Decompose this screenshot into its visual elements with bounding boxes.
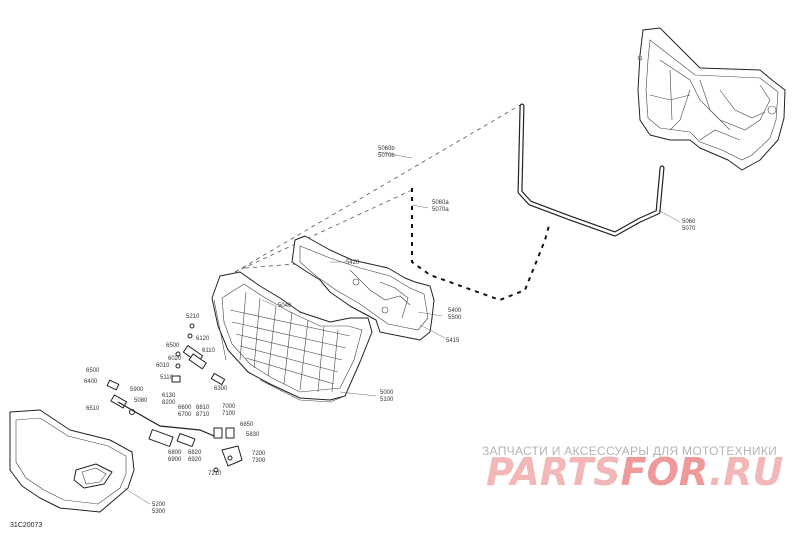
callout-5060a: 5060a (432, 200, 449, 206)
callout-7200: 7200 (252, 451, 266, 457)
callout-6400: 6400 (84, 379, 98, 385)
callout-5110: 5110 (160, 375, 174, 381)
callout-5300: 5300 (152, 509, 166, 515)
callout-6850: 6850 (240, 422, 254, 428)
diagram-code: 31C20073 (10, 522, 42, 529)
door-shell (211, 271, 373, 403)
callout-5400: 5400 (448, 308, 462, 314)
callout-5210: 5210 (186, 314, 200, 320)
callout-6820: 6820 (188, 450, 202, 456)
callout-5070b: 5070b (378, 153, 395, 159)
outer-door-panel (9, 409, 135, 513)
callout-6500: 6500 (166, 343, 180, 349)
callout-5830: 5830 (246, 432, 260, 438)
callout-6900: 6900 (168, 457, 182, 463)
callout-6110: 6110 (202, 348, 216, 354)
callout-5070a: 5070a (432, 207, 449, 213)
inner-trim-panel (291, 235, 435, 341)
callout-8200: 8200 (162, 400, 176, 406)
callout-5100: 5100 (380, 397, 394, 403)
callout-5000: 5000 (380, 390, 394, 396)
callout-7210: 7210 (208, 471, 222, 477)
callout-5080: 5080 (134, 398, 148, 404)
callout-6500-b: 6500 (86, 368, 100, 374)
callout-5070: 5070 (682, 226, 696, 232)
callout-6920: 6920 (188, 457, 202, 463)
callout-7100: 7100 (222, 411, 236, 417)
callout-6510: 6510 (86, 406, 100, 412)
callout-6810: 6810 (196, 405, 210, 411)
callout-5060: 5060 (682, 219, 696, 225)
callout-6130: 6130 (162, 393, 176, 399)
callout-8710: 8710 (196, 412, 210, 418)
callout-5040: 5040 (278, 303, 292, 309)
watermark-caption: ЗАПЧАСТИ И АКСЕССУАРЫ ДЛЯ МОТОТЕХНИКИ (482, 444, 777, 458)
callout-5500-trim: 5500 (448, 315, 462, 321)
callout-6020: 6020 (168, 356, 182, 362)
callout-labels: 5060b 5070b 5060a 5070a 5060 5070 5420 5… (84, 146, 696, 515)
callout-5060b: 5060b (378, 146, 395, 152)
callout-6800: 6800 (168, 450, 182, 456)
callout-6700: 6700 (178, 412, 192, 418)
assembly-lines (234, 103, 551, 302)
callout-6300: 6300 (214, 386, 228, 392)
watermark: ЗАПЧАСТИ И АКСЕССУАРЫ ДЛЯ МОТОТЕХНИКИ PA… (482, 444, 784, 494)
door-frame (637, 27, 786, 171)
callout-7300: 7300 (252, 458, 266, 464)
latch-hardware (106, 323, 243, 473)
watermark-logo: PARTSFOR.RU (486, 450, 784, 494)
callout-6600: 6600 (178, 405, 192, 411)
leader-lines (123, 151, 681, 505)
door-seal (517, 103, 665, 237)
callout-5420: 5420 (346, 260, 360, 266)
callout-5200: 5200 (152, 502, 166, 508)
callout-6120: 6120 (196, 336, 210, 342)
callout-6010: 6010 (156, 363, 170, 369)
callout-7000: 7000 (222, 404, 236, 410)
callout-5900: 5900 (130, 387, 144, 393)
callout-5415: 5415 (446, 338, 460, 344)
